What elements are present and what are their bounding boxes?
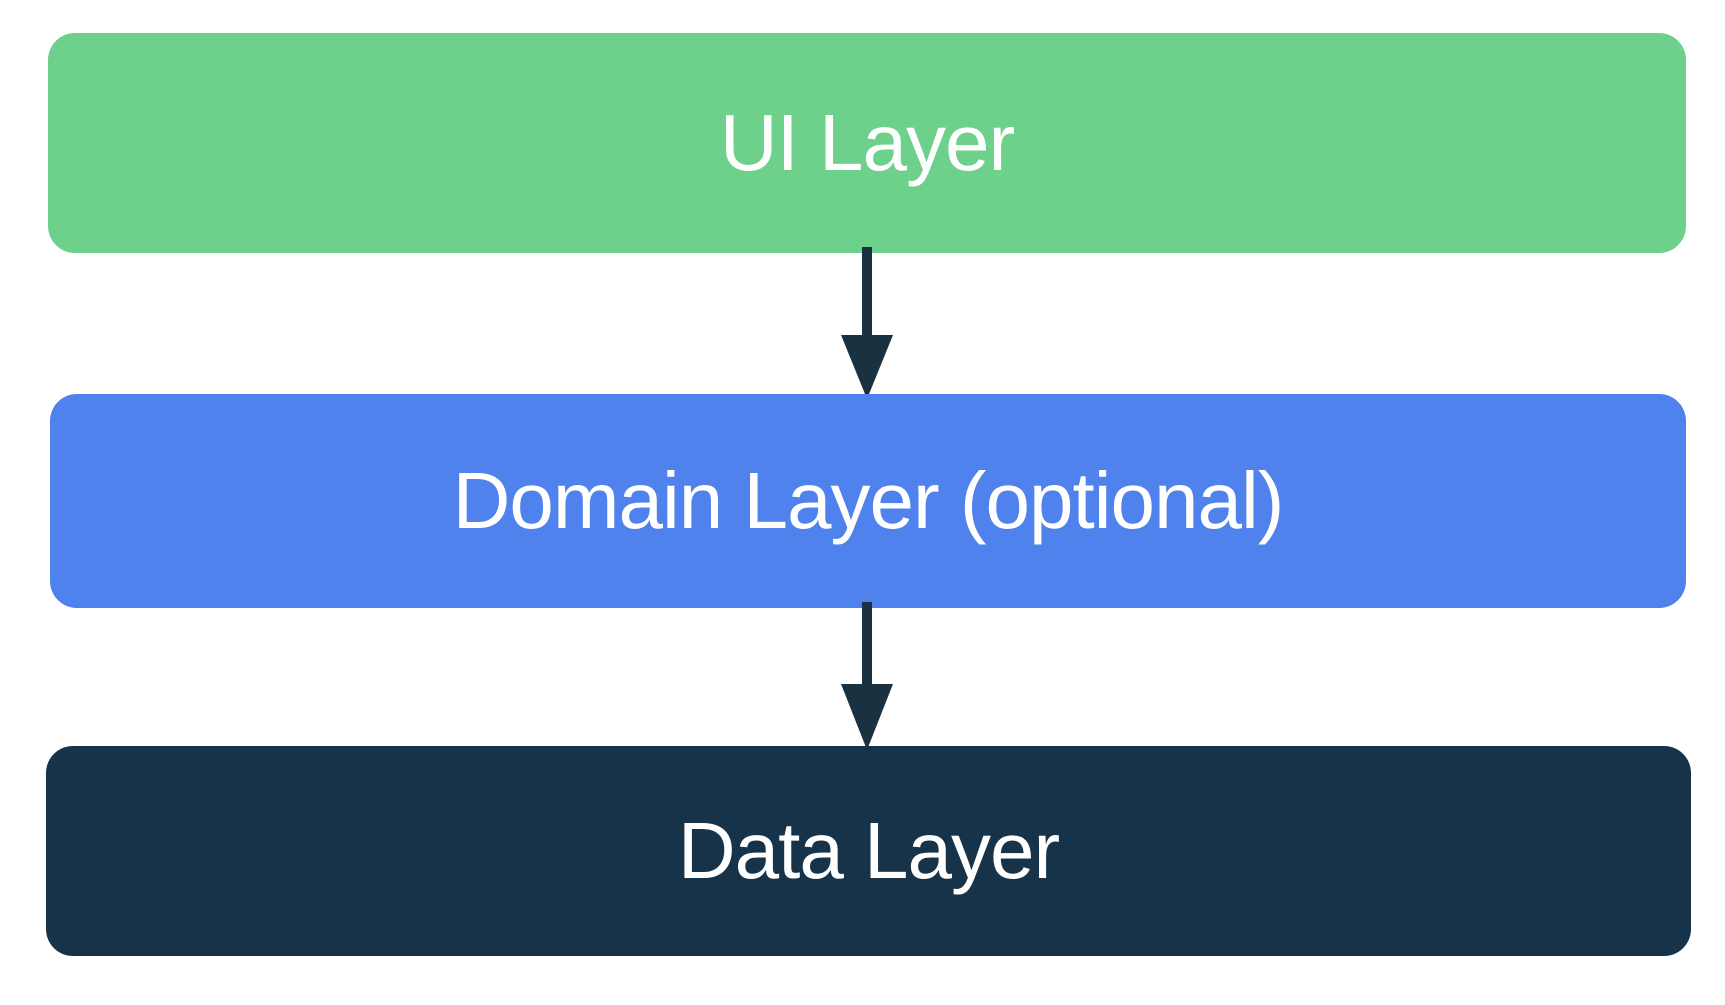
ui-layer-label: UI Layer <box>719 98 1015 187</box>
arrow-domain-to-data-icon <box>841 602 893 750</box>
domain-layer-label: Domain Layer (optional) <box>452 456 1285 545</box>
data-layer-label: Data Layer <box>677 806 1060 895</box>
domain-layer-node[interactable]: Domain Layer (optional) <box>50 394 1686 608</box>
data-layer-node[interactable]: Data Layer <box>46 746 1691 956</box>
arrow-ui-to-domain-icon <box>841 247 893 399</box>
ui-layer-node[interactable]: UI Layer <box>48 33 1686 253</box>
